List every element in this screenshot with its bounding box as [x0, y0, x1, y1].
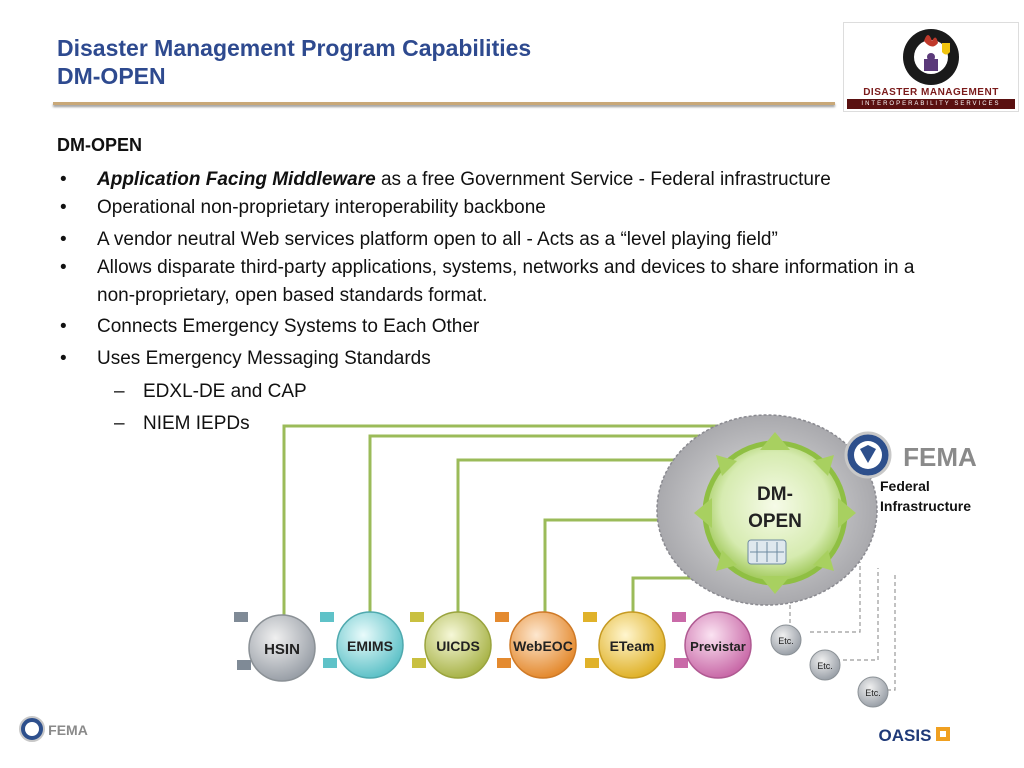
logo-text-sub: INTEROPERABILITY SERVICES: [847, 99, 1015, 109]
footer-oasis-text: OASIS: [879, 726, 932, 745]
federal-label-1: Federal: [880, 478, 930, 494]
sub-bullet-2: NIEM IEPDs: [143, 413, 250, 434]
system-label-emims: EMIMS: [347, 638, 393, 654]
dm-open-hub: DM- OPEN: [694, 432, 856, 594]
footer-fema-text: FEMA: [48, 722, 88, 738]
system-node-webeoc: WebEOC: [495, 611, 577, 679]
system-label-uicds: UICDS: [436, 638, 480, 654]
bullet-item-2: Operational non-proprietary interoperabi…: [97, 197, 546, 218]
system-label-webeoc: WebEOC: [513, 638, 573, 654]
sub-bullet-1: EDXL-DE and CAP: [143, 381, 307, 402]
system-label-eteam: ETeam: [610, 638, 655, 654]
bullet-item-6: Uses Emergency Messaging Standards: [97, 348, 431, 369]
bullet-marker: •: [60, 316, 67, 337]
bullet-item-5: Connects Emergency Systems to Each Other: [97, 316, 480, 337]
etc-label: Etc.: [778, 636, 794, 646]
title-divider: [53, 102, 835, 105]
bullet-marker: •: [60, 169, 67, 190]
etc-node-2: Etc.: [809, 649, 841, 681]
etc-label: Etc.: [865, 688, 881, 698]
bullet-marker: •: [60, 257, 67, 278]
title-line-1: Disaster Management Program Capabilities: [57, 35, 532, 61]
system-node-emims: EMIMS: [320, 611, 404, 679]
bullet-item-4: Allows disparate third-party application…: [97, 257, 915, 306]
bullet-marker: •: [60, 348, 67, 369]
bullet-1-emphasis: Application Facing Middleware: [97, 169, 376, 190]
bullet-item-1: Application Facing Middleware as a free …: [97, 166, 831, 194]
hub-label-line-2: OPEN: [748, 511, 802, 532]
logo-text-main: DISASTER MANAGEMENT: [863, 87, 999, 98]
hub-label-line-1: DM-: [757, 484, 793, 505]
system-node-uicds: UICDS: [410, 611, 492, 679]
bullet-marker: •: [60, 229, 67, 250]
bullet-marker: •: [60, 197, 67, 218]
section-heading: DM-OPEN: [57, 135, 142, 155]
system-node-eteam: ETeam: [583, 611, 666, 679]
fema-wordmark: FEMA: [903, 442, 977, 472]
federal-label-2: Infrastructure: [880, 498, 971, 514]
sub-bullet-marker: –: [114, 381, 125, 402]
bullet-1-text: as a free Government Service - Federal i…: [375, 169, 831, 190]
etc-label: Etc.: [817, 661, 833, 671]
etc-node-1: Etc.: [770, 624, 802, 656]
dm-emblem-icon: [903, 29, 959, 85]
connector-lines: [282, 424, 760, 622]
system-label-hsin: HSIN: [264, 641, 300, 658]
system-node-previstar: Previstar: [672, 611, 752, 679]
sub-bullet-marker: –: [114, 413, 125, 434]
footer-fema-logo: FEMA: [19, 716, 88, 742]
etc-node-3: Etc.: [857, 676, 889, 708]
system-label-previstar: Previstar: [690, 639, 746, 654]
page-title: Disaster Management Program Capabilities…: [57, 34, 531, 90]
system-node-hsin: HSIN: [234, 612, 316, 682]
footer-oasis-logo: OASIS: [879, 726, 950, 745]
fema-seal-icon: [844, 431, 892, 479]
bullet-item-3: A vendor neutral Web services platform o…: [97, 229, 778, 250]
title-line-2: DM-OPEN: [57, 63, 166, 89]
dm-logo: DISASTER MANAGEMENT INTEROPERABILITY SER…: [843, 22, 1019, 112]
server-icon: [747, 539, 787, 565]
